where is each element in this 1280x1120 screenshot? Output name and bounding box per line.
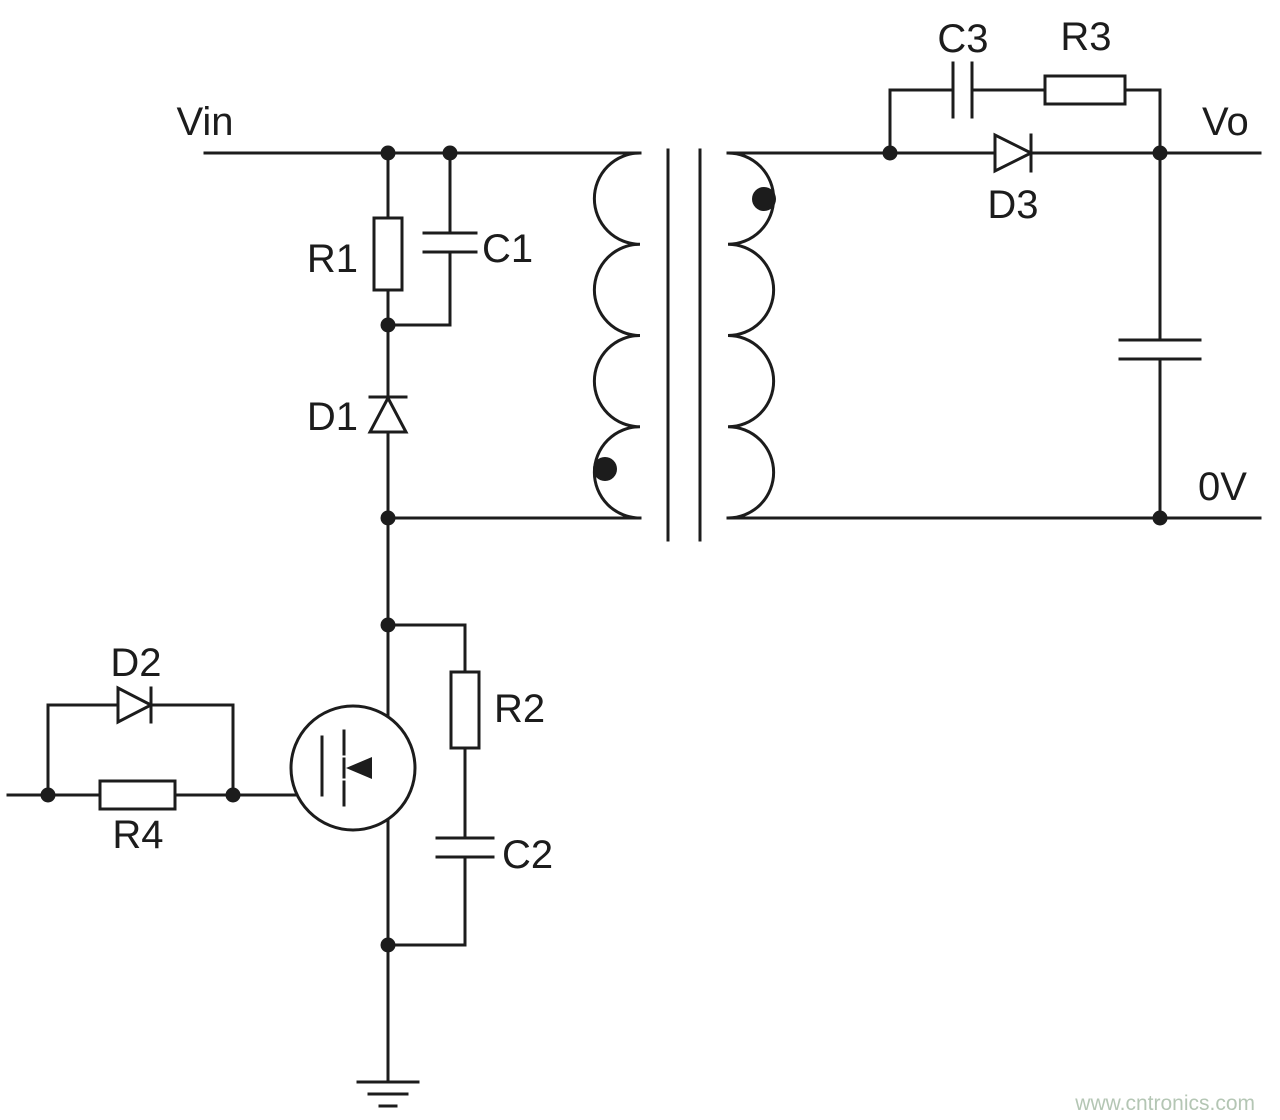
d1-label: D1 bbox=[307, 395, 358, 439]
d2-label: D2 bbox=[110, 641, 161, 685]
vin-label: Vin bbox=[176, 100, 233, 144]
resistor-r3 bbox=[1043, 74, 1127, 106]
wires bbox=[6, 88, 1262, 1084]
mosfet-body-arrow-icon bbox=[346, 757, 372, 779]
resistor-r4 bbox=[98, 779, 177, 811]
output-capacitor bbox=[1118, 338, 1202, 361]
transformer-primary-winding bbox=[592, 151, 642, 520]
c2-label: C2 bbox=[502, 833, 553, 877]
r4-label: R4 bbox=[112, 813, 163, 857]
r3-label: R3 bbox=[1060, 15, 1111, 59]
diode-d1 bbox=[367, 394, 409, 434]
resistor-r1 bbox=[372, 216, 404, 292]
watermark: www.cntronics.com bbox=[1074, 1092, 1255, 1115]
resistor-r2 bbox=[449, 670, 481, 750]
ground-icon bbox=[356, 1080, 420, 1108]
d3-label: D3 bbox=[987, 183, 1038, 227]
capacitor-c3 bbox=[951, 61, 974, 119]
capacitor-c1 bbox=[422, 231, 478, 254]
transformer-secondary-winding bbox=[726, 151, 776, 520]
c3-label: C3 bbox=[937, 17, 988, 61]
r2-label: R2 bbox=[494, 687, 545, 731]
diode-d2 bbox=[116, 685, 155, 725]
capacitor-c2 bbox=[435, 836, 495, 859]
secondary-polarity-dot bbox=[752, 187, 776, 211]
c1-label: C1 bbox=[482, 227, 533, 271]
transformer-core bbox=[666, 148, 702, 542]
mosfet bbox=[289, 704, 417, 832]
junction-dots bbox=[40, 145, 1168, 953]
diode-d3 bbox=[993, 132, 1035, 174]
vo-label: Vo bbox=[1202, 100, 1249, 144]
transformer bbox=[592, 148, 776, 542]
primary-polarity-dot bbox=[593, 457, 617, 481]
zero-volt-label: 0V bbox=[1198, 465, 1247, 509]
r1-label: R1 bbox=[307, 237, 358, 281]
